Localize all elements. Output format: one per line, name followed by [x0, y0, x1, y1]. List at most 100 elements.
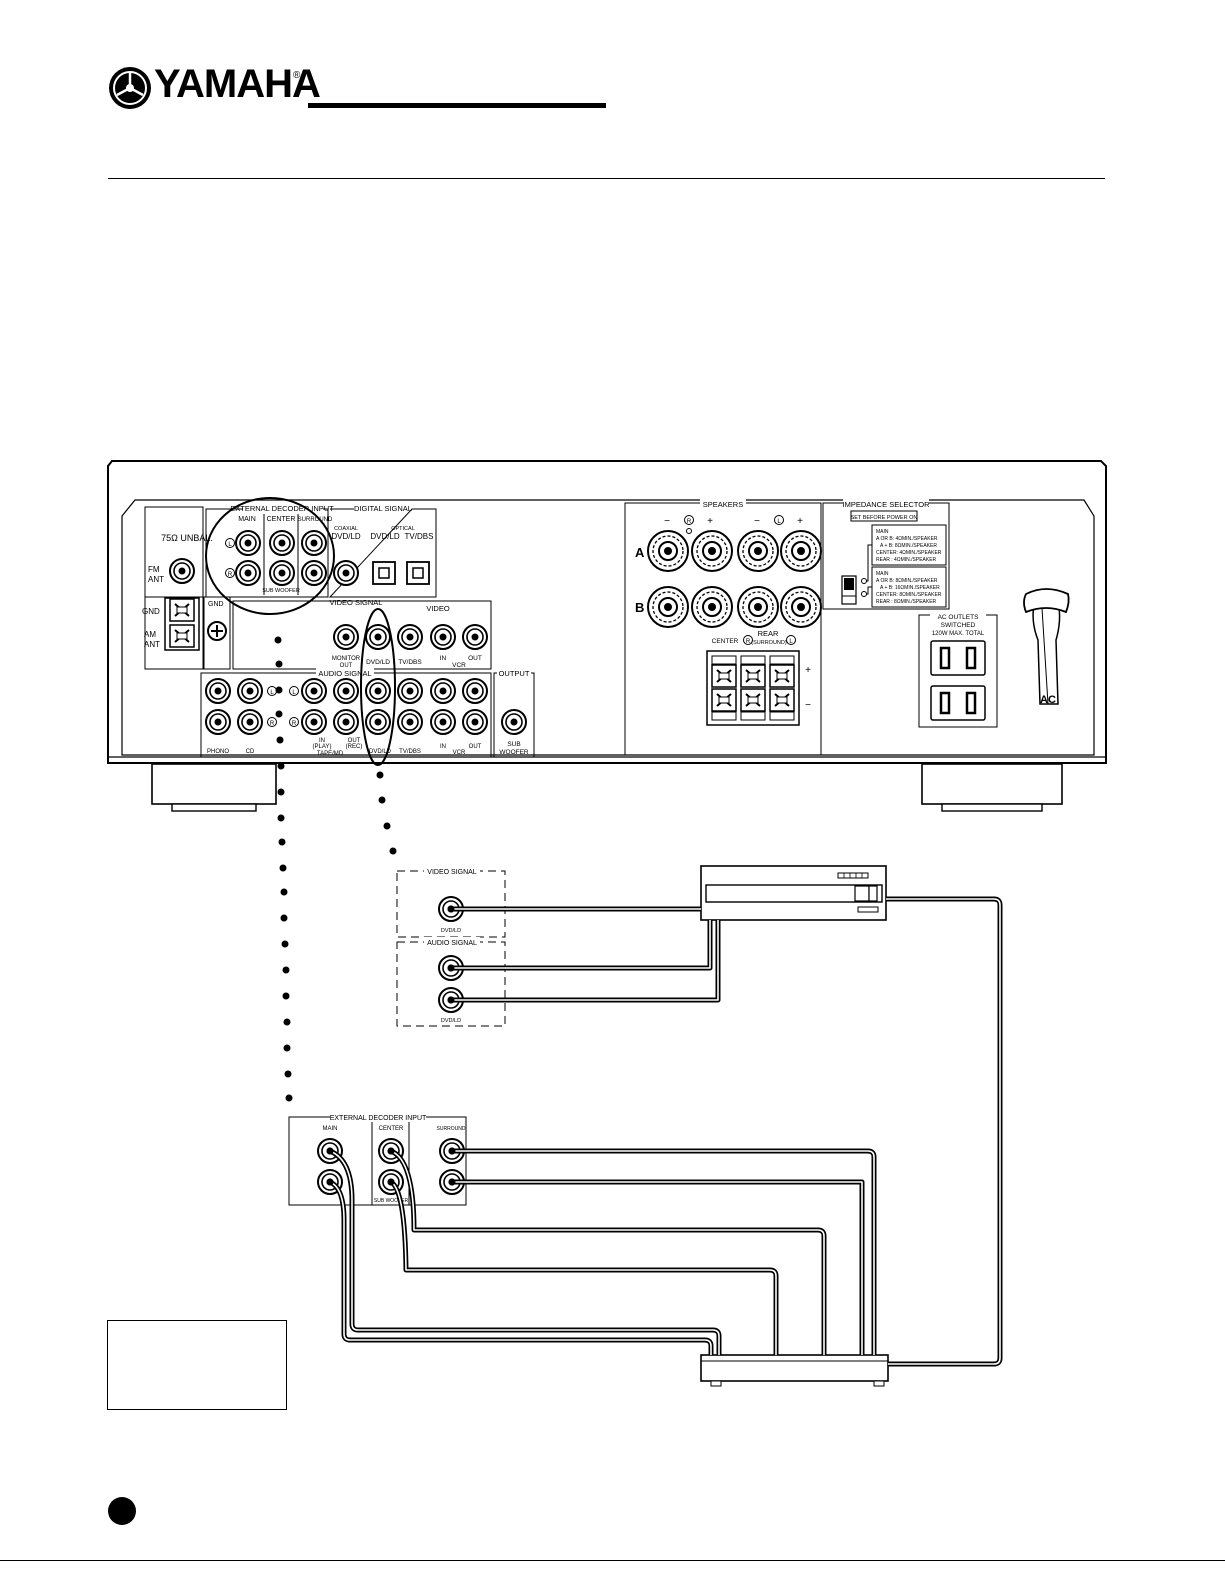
- callout-dots: [274, 636, 397, 1102]
- impedance-selector-section: IMPEDANCE SELECTOR SET BEFORE POWER ON M…: [822, 498, 950, 610]
- svg-text:SURROUND: SURROUND: [298, 517, 333, 523]
- svg-text:DIGITAL SIGNAL: DIGITAL SIGNAL: [354, 504, 412, 513]
- svg-text:OUT: OUT: [348, 738, 361, 744]
- svg-text:TV/DBS: TV/DBS: [405, 532, 434, 541]
- decoder-highlight-circle: [205, 497, 335, 615]
- svg-text:CENTER: CENTER: [267, 516, 296, 523]
- svg-text:CENTER: CENTER: [712, 638, 739, 645]
- svg-text:+: +: [805, 665, 811, 676]
- svg-text:TV/DBS: TV/DBS: [399, 749, 421, 755]
- svg-text:MAIN: MAIN: [323, 1126, 338, 1132]
- svg-text:CENTER: 8ΩMIN./SPEAKER: CENTER: 8ΩMIN./SPEAKER: [876, 592, 942, 598]
- detail-audio-signal: AUDIO SIGNAL DVD/LD: [396, 937, 506, 1027]
- svg-text:IN: IN: [440, 655, 447, 662]
- svg-text:AUDIO SIGNAL: AUDIO SIGNAL: [318, 669, 371, 678]
- svg-text:VIDEO SIGNAL: VIDEO SIGNAL: [427, 869, 477, 876]
- svg-text:WOOFER: WOOFER: [499, 749, 529, 756]
- svg-text:DVD/LD: DVD/LD: [441, 928, 461, 934]
- svg-text:L: L: [789, 639, 793, 645]
- svg-text:+: +: [707, 516, 713, 527]
- digital-signal-section: DIGITAL SIGNAL COAXIAL DVD/LD OPTICAL DV…: [328, 504, 437, 598]
- svg-text:IN: IN: [440, 744, 446, 750]
- svg-text:AUDIO SIGNAL: AUDIO SIGNAL: [427, 940, 477, 947]
- svg-text:L: L: [228, 542, 232, 548]
- svg-text:−: −: [664, 516, 670, 527]
- svg-text:L: L: [292, 690, 296, 696]
- svg-text:REAR : 8ΩMIN./SPEAKER: REAR : 8ΩMIN./SPEAKER: [876, 599, 937, 605]
- svg-text:(REC): (REC): [346, 744, 363, 750]
- svg-text:AM: AM: [144, 630, 156, 639]
- svg-text:TAPE/MD: TAPE/MD: [317, 751, 344, 757]
- svg-text:R: R: [270, 721, 275, 727]
- svg-text:CENTER: CENTER: [379, 1126, 404, 1132]
- registered-mark: ®: [293, 70, 301, 81]
- svg-text:A: A: [635, 545, 645, 560]
- svg-text:L: L: [270, 690, 274, 696]
- detail-external-decoder-input: EXTERNAL DECODER INPUT MAIN CENTER SURRO…: [288, 1112, 467, 1206]
- svg-text:DVD/LD: DVD/LD: [366, 659, 390, 666]
- svg-text:EXTERNAL DECODER INPUT: EXTERNAL DECODER INPUT: [230, 504, 334, 513]
- svg-text:A + B: 8ΩMIN./SPEAKER: A + B: 8ΩMIN./SPEAKER: [880, 543, 937, 549]
- yamaha-tuning-fork-logo-icon: [109, 67, 151, 109]
- svg-text:OUTPUT: OUTPUT: [499, 669, 530, 678]
- svg-text:A OR B: 4ΩMIN./SPEAKER: A OR B: 4ΩMIN./SPEAKER: [876, 536, 938, 542]
- svg-text:L: L: [777, 519, 781, 525]
- note-box: [107, 1320, 287, 1410]
- svg-text:(SURROUND): (SURROUND): [751, 640, 787, 646]
- ac-outlets-section: AC OUTLETS SWITCHED 120W MAX. TOTAL AC: [918, 588, 1070, 728]
- svg-text:ANT: ANT: [148, 575, 164, 584]
- audio-signal-section: AUDIO SIGNAL L L R R PHONO CD IN (PLAY: [200, 608, 492, 766]
- speakers-section: SPEAKERS − R + − L + A B REAR CENTER R (…: [624, 498, 822, 756]
- external-decoder-input-section: EXTERNAL DECODER INPUT MAIN CENTER SURRO…: [205, 497, 335, 615]
- svg-text:R: R: [292, 721, 297, 727]
- svg-text:120W MAX. TOTAL: 120W MAX. TOTAL: [932, 631, 985, 637]
- svg-text:CENTER: 4ΩMIN./SPEAKER: CENTER: 4ΩMIN./SPEAKER: [876, 550, 942, 556]
- svg-text:VIDEO SIGNAL: VIDEO SIGNAL: [330, 598, 383, 607]
- svg-text:DVD/LD: DVD/LD: [441, 1018, 461, 1024]
- svg-text:OPTICAL: OPTICAL: [391, 526, 415, 532]
- svg-text:IMPEDANCE SELECTOR: IMPEDANCE SELECTOR: [843, 500, 931, 509]
- svg-text:GND: GND: [142, 607, 160, 616]
- svg-text:A + B: 16ΩMIN./SPEAKER: A + B: 16ΩMIN./SPEAKER: [880, 585, 940, 591]
- svg-text:TV/DBS: TV/DBS: [398, 659, 422, 666]
- svg-text:PHONO: PHONO: [207, 749, 229, 755]
- svg-text:EXTERNAL DECODER INPUT: EXTERNAL DECODER INPUT: [330, 1115, 427, 1122]
- svg-text:OUT: OUT: [340, 663, 353, 669]
- svg-text:FM: FM: [148, 565, 160, 574]
- svg-text:OUT: OUT: [468, 655, 482, 662]
- svg-text:SUB WOOFER: SUB WOOFER: [374, 1198, 409, 1204]
- svg-text:VIDEO: VIDEO: [426, 604, 450, 613]
- svg-text:MAIN: MAIN: [876, 529, 889, 535]
- svg-text:CD: CD: [246, 749, 255, 755]
- svg-text:COAXIAL: COAXIAL: [334, 526, 358, 532]
- svg-text:MAIN: MAIN: [876, 571, 889, 577]
- dvd-player-device: [700, 865, 887, 921]
- svg-text:VCR: VCR: [453, 750, 466, 756]
- svg-text:SURROUND: SURROUND: [437, 1126, 466, 1132]
- header-rule: [108, 178, 1105, 179]
- svg-text:ANT: ANT: [144, 640, 160, 649]
- page-number-badge: [108, 1497, 136, 1525]
- external-decoder-device: [700, 1354, 889, 1387]
- svg-text:DVD/LD: DVD/LD: [331, 532, 361, 541]
- svg-text:R: R: [746, 639, 751, 645]
- svg-text:−: −: [754, 516, 760, 527]
- svg-text:MAIN: MAIN: [238, 516, 256, 523]
- svg-text:SUB WOOFER: SUB WOOFER: [262, 588, 300, 594]
- svg-text:SET BEFORE POWER ON: SET BEFORE POWER ON: [851, 515, 918, 521]
- svg-text:AC OUTLETS: AC OUTLETS: [938, 614, 979, 621]
- svg-text:−: −: [805, 700, 811, 711]
- svg-text:B: B: [635, 600, 644, 615]
- svg-text:+: +: [797, 516, 803, 527]
- am-clip-terminal: [169, 624, 195, 648]
- title-rule: [308, 103, 606, 108]
- footer-rule: [0, 1560, 1225, 1561]
- antenna-unbal-label: 75Ω UNBAL.: [161, 533, 213, 543]
- svg-text:SWITCHED: SWITCHED: [941, 622, 976, 629]
- svg-text:REAR: REAR: [758, 629, 779, 638]
- svg-text:MONITOR: MONITOR: [332, 656, 361, 662]
- svg-text:OUT: OUT: [469, 744, 482, 750]
- svg-text:GND: GND: [208, 601, 224, 608]
- svg-text:DVD/LD: DVD/LD: [370, 532, 400, 541]
